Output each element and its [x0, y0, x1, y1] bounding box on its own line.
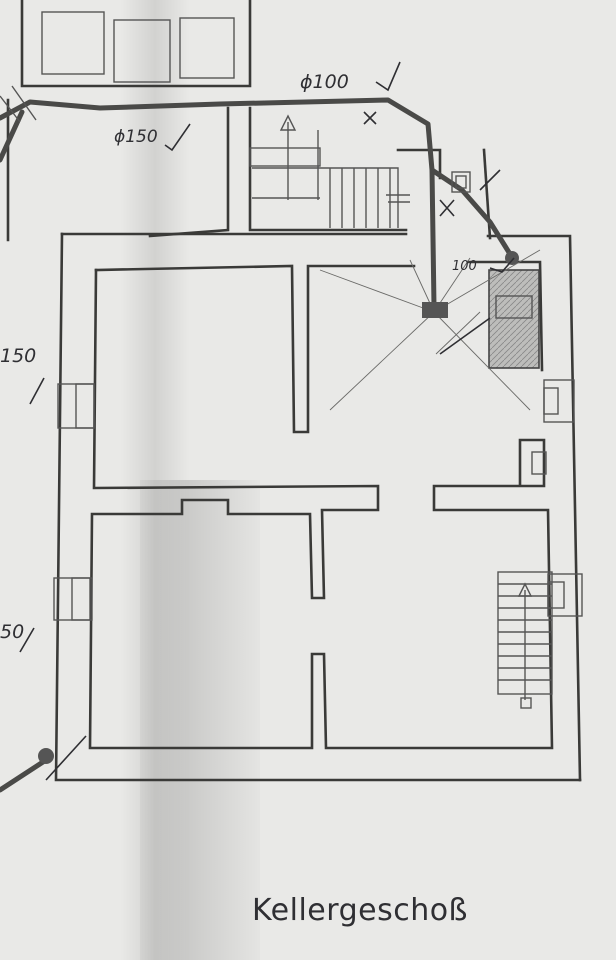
upper-window-block: [20, 0, 252, 88]
staircase-lower: [497, 571, 553, 709]
pipe-outlet-lower: [38, 748, 54, 764]
label-pipe-left: ϕ150: [114, 127, 158, 147]
building-outline: [54, 232, 582, 782]
staircase-upper: [249, 114, 410, 228]
interior-walls: [88, 260, 554, 750]
check-marks: [19, 61, 515, 781]
window-marks: [53, 379, 583, 621]
plan-title: Kellergeschoß: [252, 893, 468, 928]
chimney-shaft: [488, 269, 540, 369]
paper-shadow: [140, 480, 260, 960]
label-side-upper: 150: [0, 345, 36, 367]
ceiling-fixture-rays: [319, 249, 541, 411]
label-pipe-right: 100: [452, 259, 477, 274]
vent-pipe-network: [0, 85, 519, 793]
label-side-lower: 50: [0, 621, 24, 643]
pipe-junction: [422, 302, 448, 318]
upper-annex: [6, 98, 492, 242]
pipe-outlet: [505, 251, 519, 265]
label-pipe-top: ϕ100: [300, 71, 349, 93]
